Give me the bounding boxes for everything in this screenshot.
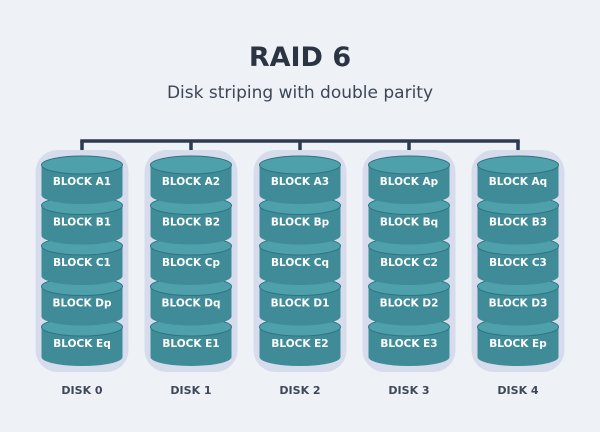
disk-2: BLOCK E2 BLOCK D1 BLOCK Cq BLOCK Bp BLOCK A3 [253, 150, 347, 372]
disk-label: DISK 3 [388, 384, 429, 397]
block-cylinder: BLOCK Cq [259, 236, 341, 285]
block-cylinder: BLOCK A1 [41, 155, 123, 204]
block-label: BLOCK C1 [53, 257, 111, 269]
block-label: BLOCK Eq [53, 338, 110, 350]
cylinder-body [477, 205, 559, 245]
cylinder-body [41, 286, 123, 326]
cylinder-body [477, 327, 559, 366]
block-label: BLOCK C3 [489, 257, 547, 269]
block-cylinder: BLOCK Aq [477, 155, 559, 204]
block-cylinder: BLOCK Ap [368, 155, 450, 204]
cylinder-body [368, 327, 450, 366]
block-label: BLOCK Cp [162, 257, 220, 269]
cylinder-top [150, 155, 232, 175]
cylinder-top [477, 155, 559, 175]
cylinder-top [259, 155, 341, 175]
cylinder-top [41, 155, 123, 175]
cylinder-body [259, 205, 341, 245]
block-label: BLOCK A2 [162, 176, 220, 188]
diagram-title: RAID 6 [249, 42, 351, 73]
block-label: BLOCK Ap [380, 176, 439, 188]
block-label: BLOCK D2 [380, 298, 439, 310]
disk-1: BLOCK E1 BLOCK Dq BLOCK Cp BLOCK B2 BLOCK A2 [144, 150, 238, 372]
block-label: BLOCK D3 [489, 298, 548, 310]
cylinder-body [41, 327, 123, 366]
block-cylinder: BLOCK D3 [477, 277, 559, 326]
block-label: BLOCK E1 [162, 338, 219, 350]
cylinder-body [150, 327, 232, 366]
cylinder-body [259, 165, 341, 204]
block-label: BLOCK A3 [271, 176, 329, 188]
block-label: BLOCK B2 [162, 217, 220, 229]
cylinder-body [41, 246, 123, 285]
cylinder-body [259, 246, 341, 285]
cylinder-body [477, 286, 559, 326]
cylinder-body [368, 286, 450, 326]
block-label: BLOCK Dp [53, 298, 112, 310]
cylinder-body [150, 165, 232, 204]
disk-label: DISK 1 [170, 384, 211, 397]
cylinder-body [477, 246, 559, 285]
block-label: BLOCK B3 [489, 217, 547, 229]
cylinder-body [150, 205, 232, 245]
block-label: BLOCK Cq [271, 257, 329, 269]
block-label: BLOCK B1 [53, 217, 111, 229]
diagram-subtitle: Disk striping with double parity [167, 83, 433, 103]
disk-label: DISK 0 [61, 384, 102, 397]
disk-array: BLOCK Eq BLOCK Dp BLOCK C1 BLOCK B1 BLOCK A1… [35, 150, 565, 397]
block-cylinder: BLOCK E2 [259, 317, 341, 366]
disk-label: DISK 4 [497, 384, 538, 397]
cylinder-body [259, 286, 341, 326]
block-label: BLOCK Aq [489, 176, 547, 188]
block-label: BLOCK D1 [271, 298, 330, 310]
cylinder-body [150, 246, 232, 285]
cylinder-body [368, 205, 450, 245]
block-label: BLOCK A1 [53, 176, 111, 188]
block-label: BLOCK Ep [489, 338, 547, 350]
cylinder-body [368, 165, 450, 204]
block-label: BLOCK E3 [380, 338, 437, 350]
cylinder-body [41, 205, 123, 245]
block-label: BLOCK Dq [162, 298, 221, 310]
disk-0: BLOCK Eq BLOCK Dp BLOCK C1 BLOCK B1 BLOCK A1 [35, 150, 129, 372]
cylinder-body [259, 327, 341, 366]
disk-3: BLOCK E3 BLOCK D2 BLOCK C2 BLOCK Bq BLOCK Ap [362, 150, 456, 372]
block-label: BLOCK Bp [271, 217, 330, 229]
block-cylinder: BLOCK A3 [259, 155, 341, 204]
block-cylinder: BLOCK A2 [150, 155, 232, 204]
cylinder-body [150, 286, 232, 326]
cylinder-top [368, 155, 450, 175]
cylinder-body [368, 246, 450, 285]
cylinder-body [477, 165, 559, 204]
disk-label: DISK 2 [279, 384, 320, 397]
block-label: BLOCK C2 [380, 257, 438, 269]
block-label: BLOCK E2 [271, 338, 328, 350]
disk-4: BLOCK Ep BLOCK D3 BLOCK C3 BLOCK B3 BLOCK Aq [471, 150, 565, 372]
cylinder-body [41, 165, 123, 204]
block-label: BLOCK Bq [380, 217, 438, 229]
